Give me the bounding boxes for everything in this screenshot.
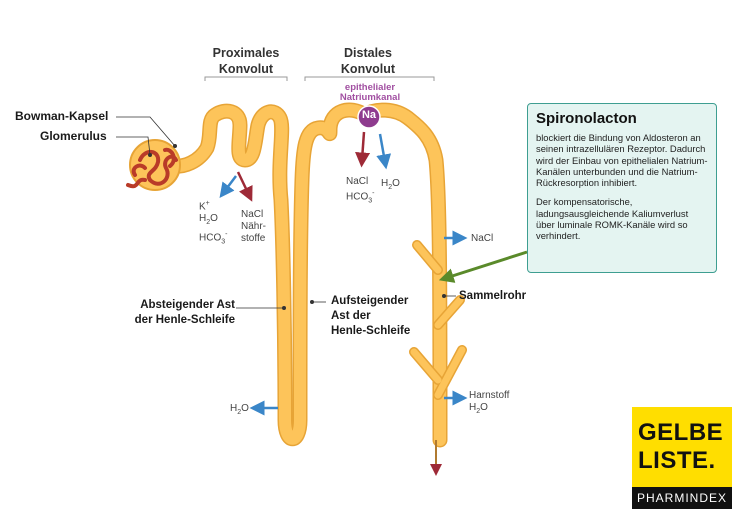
distal-reabsorbed-ions: NaCl HCO3-	[346, 176, 375, 205]
proximal-secreted-ions: K+ H2O HCO3-	[199, 200, 228, 246]
info-paragraph-1: blockiert die Bindung von Aldosteron an …	[536, 132, 708, 189]
spironolacton-info-box: Spironolacton blockiert die Bindung von …	[527, 103, 717, 273]
sodium-channel-symbol: Na	[361, 109, 377, 121]
spironolacton-pointer	[438, 250, 528, 283]
bowman-capsule-label: Bowman-Kapsel	[15, 109, 109, 123]
glomerulus-label: Glomerulus	[40, 129, 107, 143]
distal-h2o-arrow	[376, 133, 392, 170]
proximal-nacl-arrow	[236, 171, 253, 202]
loop-water: H2O	[230, 403, 249, 416]
distal-water: H2O	[381, 178, 400, 191]
proximal-bracket	[204, 76, 288, 81]
collecting-duct-branches	[409, 240, 467, 400]
info-paragraph-2: Der kompensatorische, ladungsausgleichen…	[536, 196, 689, 242]
sodium-channel-icon	[357, 105, 381, 129]
collecting-urea-water: Harnstoff H2O	[469, 390, 510, 415]
bowman-capsule	[126, 139, 181, 191]
glomerulus-vessels	[126, 147, 178, 189]
logo-line-2: LISTE.	[638, 447, 716, 474]
info-title: Spironolacton	[536, 110, 637, 127]
logo-line-1: GELBE	[638, 419, 724, 446]
flux-arrows	[219, 131, 468, 416]
collecting-duct-label: Sammelrohr	[459, 290, 527, 302]
proximal-k-arrow	[219, 175, 237, 198]
gelbe-liste-logo: GELBE LISTE. PHARMINDEX	[632, 407, 732, 511]
logo-line-3: PHARMINDEX	[632, 487, 732, 509]
distal-nacl-arrow	[355, 131, 371, 168]
collecting-nacl: NaCl	[471, 233, 494, 244]
nephron-tubule	[157, 102, 448, 448]
distal-bracket	[304, 76, 435, 81]
